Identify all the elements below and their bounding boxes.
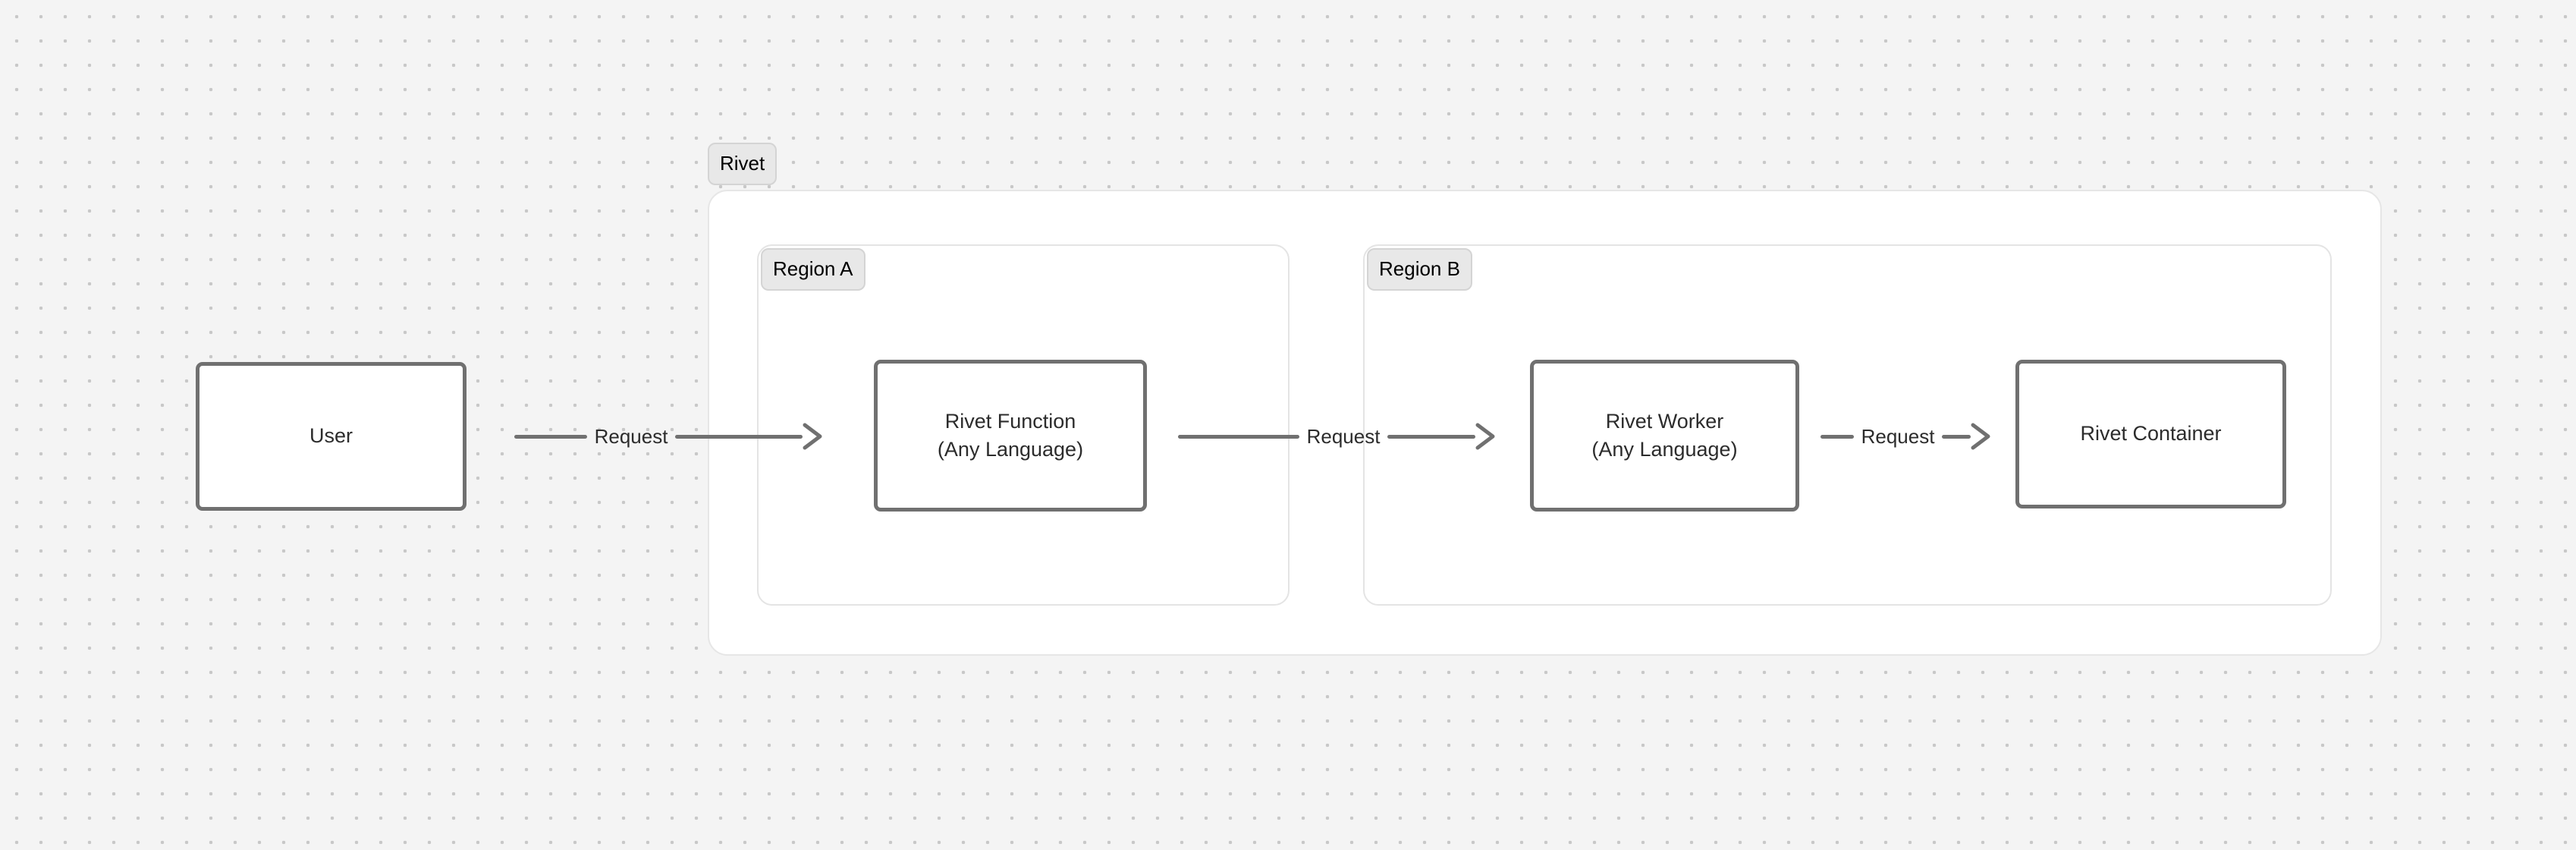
group-label-region-b: Region B bbox=[1367, 248, 1472, 291]
node-rivet-container-label: Rivet Container bbox=[2080, 422, 2222, 445]
node-rivet-function[interactable]: Rivet Function (Any Language) bbox=[874, 360, 1147, 512]
edge-rivet-function-to-rivet-worker[interactable]: Request bbox=[1147, 406, 1530, 467]
edge-rivet-worker-to-rivet-container[interactable]: Request bbox=[1799, 406, 2015, 467]
arrow-head-icon bbox=[1968, 420, 1994, 452]
edge-line-segment bbox=[1177, 434, 1299, 439]
node-user[interactable]: User bbox=[196, 362, 467, 511]
arrow-head-icon bbox=[800, 420, 826, 452]
node-rivet-function-label: Rivet Function bbox=[944, 409, 1076, 433]
edge-label-request: Request bbox=[594, 425, 668, 448]
group-label-rivet: Rivet bbox=[708, 143, 778, 185]
edge-line-segment bbox=[1942, 434, 1971, 439]
edge-line-segment bbox=[514, 434, 587, 439]
node-rivet-worker[interactable]: Rivet Worker (Any Language) bbox=[1530, 360, 1799, 512]
edge-label-request: Request bbox=[1306, 425, 1381, 448]
group-label-region-a: Region A bbox=[761, 248, 865, 291]
node-rivet-container[interactable]: Rivet Container bbox=[2015, 360, 2286, 508]
node-rivet-worker-sublabel: (Any Language) bbox=[1591, 438, 1738, 461]
edge-line-segment bbox=[675, 434, 803, 439]
edge-user-to-rivet-function[interactable]: Request bbox=[467, 406, 874, 467]
node-rivet-function-sublabel: (Any Language) bbox=[937, 438, 1084, 461]
edge-line-segment bbox=[1387, 434, 1476, 439]
edge-line-segment bbox=[1820, 434, 1854, 439]
node-user-label: User bbox=[309, 424, 353, 448]
arrow-head-icon bbox=[1473, 420, 1499, 452]
node-rivet-worker-label: Rivet Worker bbox=[1605, 409, 1724, 433]
edge-label-request: Request bbox=[1861, 425, 1935, 448]
